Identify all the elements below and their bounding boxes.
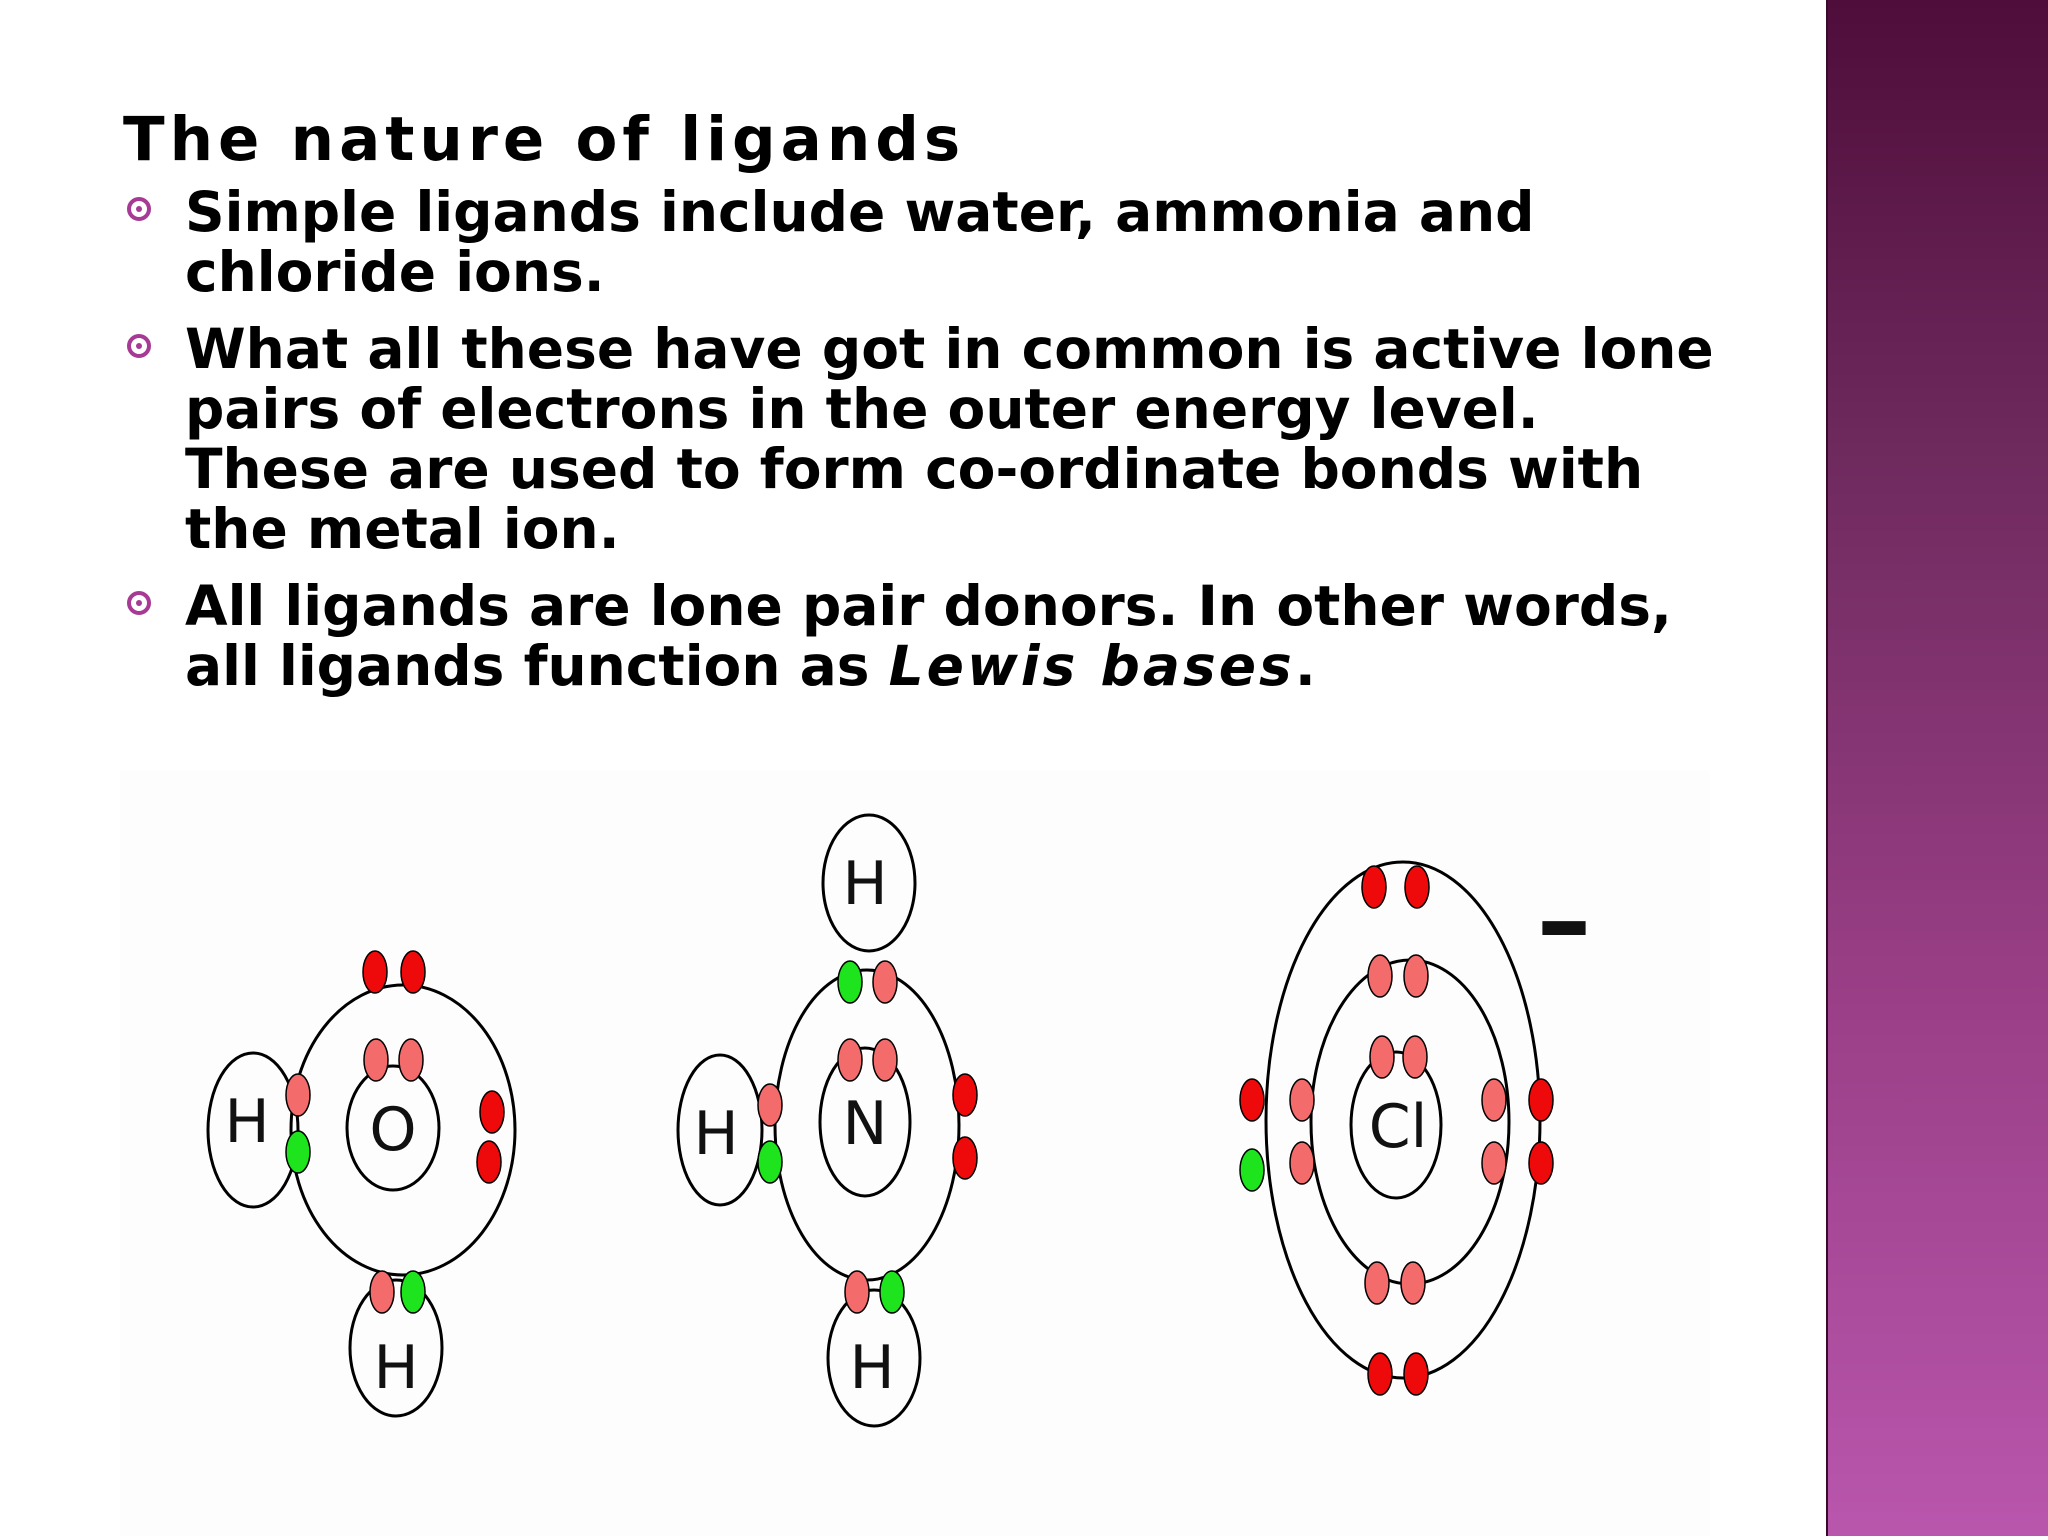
chloride-inner-shell xyxy=(1349,1050,1443,1200)
chloride-outer-electron xyxy=(1528,1141,1554,1185)
ammonia-hydrogen-electron xyxy=(879,1270,905,1314)
bullet-text: Simple ligands include water, ammonia an… xyxy=(185,180,1535,304)
ammonia-h-bottom-circle xyxy=(826,1288,922,1428)
bullet-marker-icon xyxy=(127,334,151,358)
bullet-text-suffix: . xyxy=(1294,634,1316,698)
ammonia-inner-electron xyxy=(872,1038,898,1082)
ammonia-hydrogen-electron xyxy=(837,960,863,1004)
chloride-middle-electron xyxy=(1403,954,1429,998)
bullet-marker-icon xyxy=(127,591,151,615)
water-inner-electron xyxy=(363,1038,389,1082)
chloride-middle-electron xyxy=(1364,1261,1390,1305)
bullet-text-prefix: All ligands are lone pair donors. In oth… xyxy=(185,574,1672,698)
ammonia-bond-electron xyxy=(872,960,898,1004)
water-h-bottom-symbol: H xyxy=(373,1333,418,1403)
chloride-outer-electron xyxy=(1367,1352,1393,1396)
bullet-text: What all these have got in common is act… xyxy=(185,317,1714,561)
ammonia-h-top-circle xyxy=(821,813,917,953)
ammonia-h-bottom-symbol: H xyxy=(849,1333,894,1403)
chloride-middle-electron xyxy=(1367,954,1393,998)
chloride-outer-electron xyxy=(1403,1352,1429,1396)
diagram-svg: O H H N H H H Cl – xyxy=(206,813,1592,1428)
bullet-item: What all these have got in common is act… xyxy=(123,319,1723,559)
water-lone-pair-electron xyxy=(476,1140,502,1184)
water-hydrogen-electron xyxy=(285,1130,311,1174)
chloride-outer-electron xyxy=(1528,1078,1554,1122)
water-lone-pair-electron xyxy=(479,1090,505,1134)
chloride-charge: – xyxy=(1537,856,1592,984)
ammonia-h-top-symbol: H xyxy=(842,849,887,919)
ammonia-inner-shell xyxy=(818,1046,912,1198)
water-bond-electron xyxy=(285,1073,311,1117)
bullet-item: Simple ligands include water, ammonia an… xyxy=(123,182,1723,302)
water-lone-pair-electron xyxy=(362,950,388,994)
water-h-left-circle xyxy=(206,1051,300,1209)
bullet-marker-icon xyxy=(127,197,151,221)
chloride-inner-electron xyxy=(1402,1035,1428,1079)
bullet-item: All ligands are lone pair donors. In oth… xyxy=(123,576,1723,696)
chloride-inner-electron xyxy=(1369,1035,1395,1079)
ammonia-lone-pair-electron xyxy=(952,1073,978,1117)
chloride-middle-electron xyxy=(1289,1141,1315,1185)
chloride-outer-electron xyxy=(1404,865,1430,909)
ammonia-bond-electron xyxy=(844,1270,870,1314)
chloride-outer-electron xyxy=(1361,865,1387,909)
water-bond-electron xyxy=(369,1270,395,1314)
chloride-middle-electron xyxy=(1289,1078,1315,1122)
chloride-middle-electron xyxy=(1481,1078,1507,1122)
chloride-middle-electron xyxy=(1400,1261,1426,1305)
chloride-outer-electron xyxy=(1239,1078,1265,1122)
ammonia-lone-pair-electron xyxy=(952,1136,978,1180)
ammonia-h-left-symbol: H xyxy=(693,1099,738,1169)
lewis-bases-emphasis: Lewis bases xyxy=(888,634,1295,698)
ligand-dot-cross-diagram: O H H N H H H Cl – xyxy=(120,770,1710,1536)
water-hydrogen-electron xyxy=(400,1270,426,1314)
chloride-middle-electron xyxy=(1481,1141,1507,1185)
chloride-symbol: Cl xyxy=(1369,1092,1428,1162)
ammonia-h-left-circle xyxy=(676,1053,764,1207)
ammonia-inner-electron xyxy=(837,1038,863,1082)
water-oxygen-symbol: O xyxy=(369,1095,416,1165)
water-inner-electron xyxy=(398,1038,424,1082)
bullet-list: Simple ligands include water, ammonia an… xyxy=(123,182,1723,713)
water-inner-shell xyxy=(345,1064,441,1192)
chloride-gained-electron xyxy=(1239,1148,1265,1192)
ammonia-hydrogen-electron xyxy=(757,1140,783,1184)
water-h-bottom-circle xyxy=(348,1278,444,1418)
water-h-left-symbol: H xyxy=(224,1087,269,1157)
slide-title: The nature of ligands xyxy=(123,104,966,175)
decorative-side-band xyxy=(1826,0,2048,1536)
water-lone-pair-electron xyxy=(400,950,426,994)
ammonia-nitrogen-symbol: N xyxy=(843,1089,888,1159)
ammonia-bond-electron xyxy=(757,1083,783,1127)
